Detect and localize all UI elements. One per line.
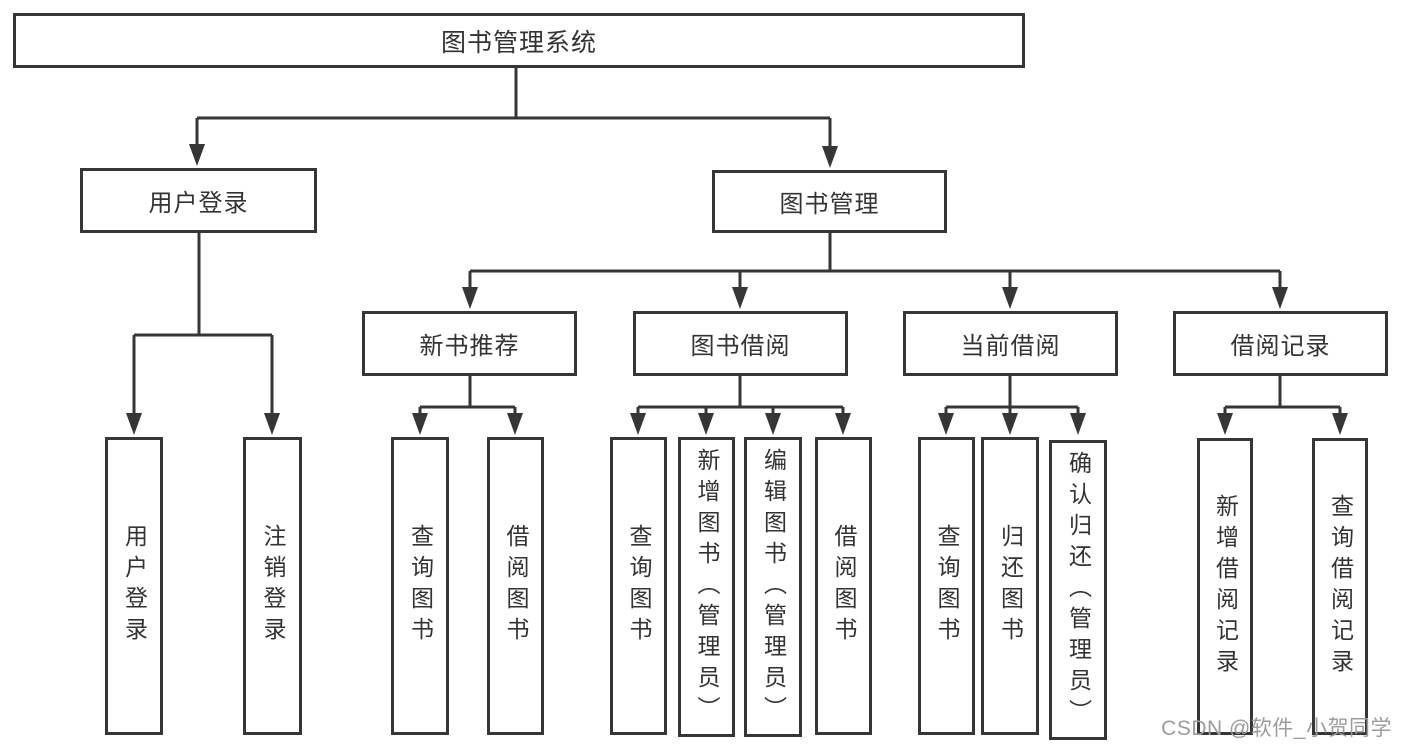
node-book-borrowing: 图书借阅 <box>633 311 848 376</box>
node-user-login: 用户登录 <box>80 168 317 233</box>
node-borrowing-records: 借阅记录 <box>1173 311 1388 376</box>
leaf-records-add-record: 新增借阅记录 <box>1197 438 1253 735</box>
arrowhead <box>507 413 523 435</box>
arrowhead <box>630 413 646 435</box>
arrowhead <box>765 413 781 435</box>
arrowhead <box>412 413 428 435</box>
arrowhead <box>126 413 142 435</box>
node-label: 用户登录 <box>148 190 249 217</box>
leaf-logout: 注销登录 <box>243 437 302 735</box>
leaf-borrow-edit-books-admin: 编辑图书（管理员） <box>744 437 802 737</box>
node-label: 归还图书 <box>997 524 1024 648</box>
node-label: 图书借阅 <box>690 333 791 360</box>
arrowhead <box>1272 287 1288 309</box>
arrowhead <box>822 146 838 168</box>
csdn-watermark: CSDN @软件_小贺同学 <box>1161 717 1392 740</box>
node-label: 查询图书 <box>934 524 960 648</box>
node-label: 新增图书（管理员） <box>694 447 720 727</box>
leaf-borrow-query-books: 查询图书 <box>610 437 667 735</box>
arrowhead <box>189 144 205 166</box>
arrowhead <box>938 413 954 435</box>
leaf-records-query-record: 查询借阅记录 <box>1312 438 1368 735</box>
node-label: 图书管理系统 <box>440 28 597 57</box>
node-library-management-system: 图书管理系统 <box>13 13 1025 68</box>
arrowhead <box>264 413 280 435</box>
arrowhead <box>462 287 478 309</box>
leaf-newbook-query-books: 查询图书 <box>391 437 449 735</box>
node-label: 借阅图书 <box>831 524 857 648</box>
node-new-book-recommendation: 新书推荐 <box>362 311 577 376</box>
arrowhead <box>1002 413 1018 435</box>
node-label: 查询图书 <box>626 524 652 648</box>
node-label: 新书推荐 <box>419 333 520 360</box>
arrowhead <box>1217 413 1233 435</box>
leaf-borrow-add-books-admin: 新增图书（管理员） <box>678 437 735 737</box>
node-label: 借阅记录 <box>1230 333 1331 360</box>
node-book-management: 图书管理 <box>712 170 947 233</box>
node-label: 查询借阅记录 <box>1327 493 1354 680</box>
arrowhead <box>1070 413 1086 435</box>
arrowhead <box>1002 287 1018 309</box>
leaf-current-confirm-return-admin: 确认归还（管理员） <box>1049 440 1107 740</box>
leaf-current-query-books: 查询图书 <box>918 437 975 735</box>
node-label: 注销登录 <box>260 524 286 648</box>
leaf-borrow-borrow-books: 借阅图书 <box>815 437 872 735</box>
node-label: 编辑图书（管理员） <box>760 447 787 727</box>
leaf-user-login: 用户登录 <box>105 437 163 735</box>
leaf-current-return-books: 归还图书 <box>981 437 1039 735</box>
arrowhead <box>1332 413 1348 435</box>
node-label: 用户登录 <box>121 524 148 648</box>
node-label: 新增借阅记录 <box>1212 493 1239 680</box>
leaf-newbook-borrow-books: 借阅图书 <box>487 437 544 735</box>
node-current-borrowing: 当前借阅 <box>903 311 1118 376</box>
node-label: 图书管理 <box>779 191 880 218</box>
node-label: 查询图书 <box>407 524 434 648</box>
arrowhead <box>732 287 748 309</box>
node-label: 当前借阅 <box>960 333 1061 360</box>
arrowhead <box>698 413 714 435</box>
node-label: 确认归还（管理员） <box>1065 450 1092 730</box>
arrowhead <box>835 413 851 435</box>
node-label: 借阅图书 <box>503 524 529 648</box>
